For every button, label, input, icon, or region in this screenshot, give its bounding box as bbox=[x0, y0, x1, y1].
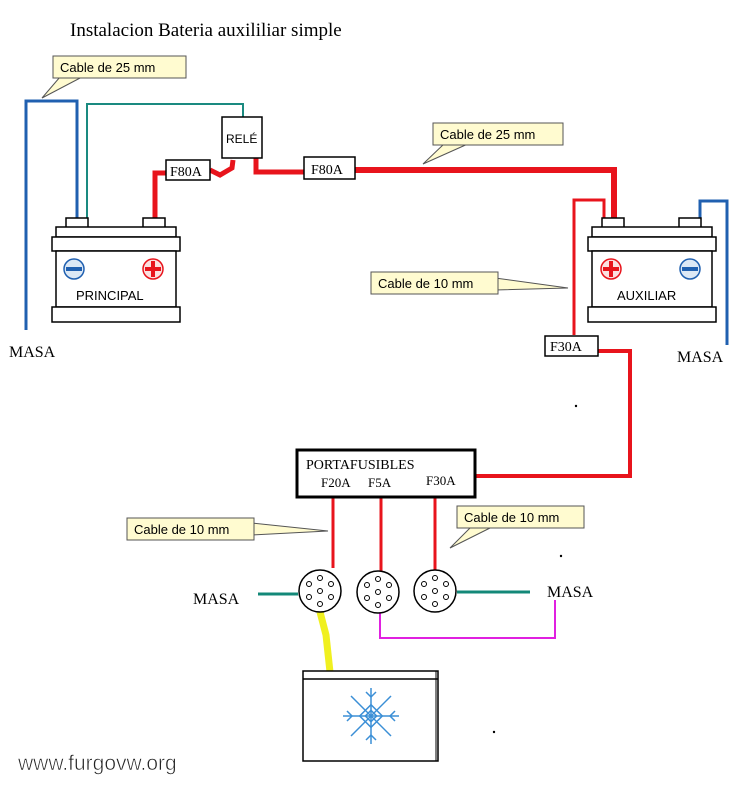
connector-plug-left bbox=[298, 569, 342, 613]
wire-masa-left bbox=[24, 99, 79, 330]
stray-dot bbox=[559, 554, 563, 558]
fuse-f80a-1-label: F80A bbox=[170, 165, 203, 180]
wire-yellow bbox=[316, 611, 334, 673]
fuse-box-f30a: F30A bbox=[426, 473, 456, 488]
fridge bbox=[302, 670, 439, 762]
wire-rele-control bbox=[86, 103, 244, 220]
wire-main-25mm bbox=[355, 167, 617, 222]
wire-masa-right bbox=[698, 199, 729, 345]
wire-rele-to-fuse bbox=[253, 157, 304, 175]
callout-cable25-top-text: Cable de 25 mm bbox=[440, 127, 535, 142]
diagram-title: Instalacion Bateria auxililiar simple bbox=[70, 20, 342, 41]
battery-principal-negative-icon bbox=[63, 258, 85, 280]
callout-cable25-top: Cable de 25 mm bbox=[422, 122, 564, 165]
battery-principal-label: PRINCIPAL bbox=[76, 288, 144, 303]
masa-right-label: MASA bbox=[677, 349, 724, 366]
callout-cable25-left-text: Cable de 25 mm bbox=[60, 60, 155, 75]
masa-left-label: MASA bbox=[9, 344, 56, 361]
fuse-box: PORTAFUSIBLES F20A F5A F30A bbox=[295, 448, 477, 499]
fuse-f80a-2: F80A bbox=[303, 156, 356, 180]
fuse-f30a: F30A bbox=[544, 335, 599, 357]
wire-principal-positive bbox=[152, 170, 166, 218]
stray-dot bbox=[574, 404, 578, 408]
battery-principal: PRINCIPAL bbox=[51, 217, 181, 323]
wire-magenta bbox=[379, 600, 556, 639]
fuse-f80a-1: F80A bbox=[165, 159, 211, 181]
fuse-box-f20a: F20A bbox=[321, 475, 351, 490]
battery-principal-positive-icon bbox=[142, 258, 164, 280]
battery-auxiliar-positive-icon bbox=[600, 258, 622, 280]
callout-cable25-left: Cable de 25 mm bbox=[41, 55, 187, 99]
callout-cable10-right-text: Cable de 10 mm bbox=[464, 510, 559, 525]
fuse-f30a-label: F30A bbox=[550, 340, 583, 355]
snowflake-icon bbox=[343, 688, 399, 744]
masa-bottom-left-label: MASA bbox=[193, 591, 240, 608]
rele-box: RELÉ bbox=[221, 116, 263, 159]
callout-cable10-aux-text: Cable de 10 mm bbox=[378, 276, 473, 291]
callout-cable10-right: Cable de 10 mm bbox=[449, 505, 585, 549]
callout-cable10-left: Cable de 10 mm bbox=[126, 517, 329, 541]
wire-fuse30-to-box bbox=[476, 349, 632, 478]
watermark: www.furgovw.org bbox=[17, 752, 177, 775]
callout-cable10-left-text: Cable de 10 mm bbox=[134, 522, 229, 537]
battery-auxiliar-label: AUXILIAR bbox=[617, 288, 676, 303]
battery-auxiliar-negative-icon bbox=[679, 258, 701, 280]
connector-plug-middle bbox=[356, 570, 400, 614]
fuse-box-f5a: F5A bbox=[368, 475, 392, 490]
masa-bottom-right-label: MASA bbox=[547, 584, 594, 601]
wire-aux-10mm bbox=[572, 198, 606, 335]
stray-dot bbox=[492, 730, 496, 734]
fuse-f80a-2-label: F80A bbox=[311, 163, 344, 178]
battery-auxiliar: AUXILIAR bbox=[587, 217, 717, 323]
rele-label: RELÉ bbox=[226, 131, 257, 146]
wire-fuse-to-rele bbox=[208, 159, 236, 178]
callout-cable10-aux: Cable de 10 mm bbox=[370, 271, 569, 295]
connector-plug-right bbox=[413, 569, 457, 613]
fuse-box-title: PORTAFUSIBLES bbox=[306, 458, 415, 473]
